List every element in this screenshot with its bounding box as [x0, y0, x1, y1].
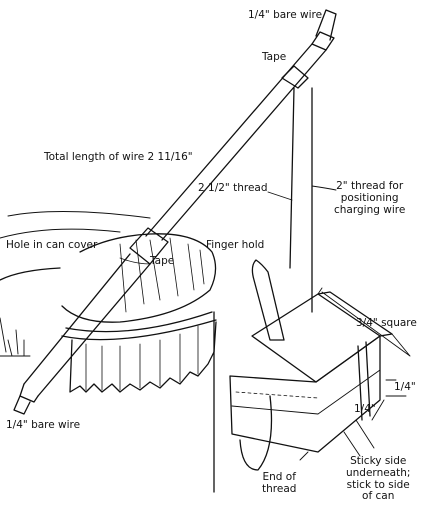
can-skirt-pleats: [85, 325, 199, 391]
wire-shaft-lower-left: [23, 253, 131, 385]
threads: [213, 87, 337, 493]
can-grass-left: [0, 317, 31, 357]
label-hole-in-can: Hole in can cover: [6, 239, 98, 251]
thread-end-leader: [299, 451, 309, 461]
label-square: 3/4" square: [356, 317, 417, 329]
label-tape-top: Tape: [262, 51, 287, 63]
tab-fold-line-2: [365, 341, 371, 417]
can-rim-band-2: [65, 311, 213, 333]
dim-quarter-b: [355, 399, 385, 449]
tape-top-band: [281, 65, 309, 89]
can-cover-pleats: [119, 237, 205, 313]
label-tape-mid: Tape: [150, 255, 175, 267]
tape-mid-band: [129, 227, 169, 265]
label-sticky-line3: stick to side: [346, 478, 410, 491]
dim-quarter-a: [385, 379, 407, 397]
can-skirt: [69, 321, 217, 393]
thread-leader-2-5: [267, 191, 293, 201]
label-sticky-line4: of can: [362, 490, 395, 503]
can-rim-band: [61, 319, 217, 341]
label-end-of-thread-line1: End of: [262, 471, 296, 483]
label-thread-2-line2: positioning: [340, 191, 399, 204]
dim-square: [317, 287, 411, 357]
sticky-leader: [343, 431, 361, 457]
label-thread-2-line1: 2" thread for: [336, 180, 404, 192]
thread-leader-2: [311, 185, 337, 191]
label-bare-wire-top: 1/4" bare wire: [248, 9, 323, 21]
tape-mid-detail: [119, 257, 151, 265]
wire-drawing: [13, 9, 337, 415]
label-finger-hold: Finger hold: [206, 239, 265, 251]
can-cover-curve-back: [0, 228, 121, 239]
sticky-tape-dashed: [235, 391, 319, 399]
label-sticky-line2: underneath;: [346, 466, 411, 479]
can-cover-curve-top: [7, 210, 151, 219]
wire-top-cap: [311, 31, 335, 51]
label-total-length: Total length of wire 2 11/16": [44, 151, 193, 163]
label-end-of-thread: End of thread: [262, 471, 297, 496]
label-sticky-side: Sticky side underneath; stick to side of…: [346, 455, 411, 503]
label-quarter-a: 1/4": [394, 381, 416, 393]
square-tab-top: [251, 293, 381, 383]
label-bare-wire-bottom: 1/4" bare wire: [6, 419, 81, 431]
label-sticky-line1: Sticky side: [350, 455, 407, 467]
thread-2-5: [289, 87, 295, 269]
sticky-tape-divider: [231, 369, 381, 415]
wire-tip-top: [315, 9, 337, 41]
label-end-of-thread-line2: thread: [262, 482, 297, 495]
label-quarter-b: 1/4": [354, 403, 376, 415]
can-left-edge: [0, 267, 61, 281]
wire-bottom-cap: [19, 383, 39, 403]
label-thread-2: 2" thread for positioning charging wire: [334, 180, 406, 216]
thread-end-curve: [239, 395, 273, 471]
label-thread-2-line3: charging wire: [334, 203, 406, 216]
finger-hold: [251, 259, 285, 341]
wire-tip-bottom: [13, 395, 31, 415]
wire-shaft-upper-right: [161, 49, 327, 241]
sticky-tape-lower: [229, 335, 381, 453]
label-thread-2-5: 2 1/2" thread: [198, 182, 268, 194]
tab-fold-line: [357, 345, 363, 421]
tab-assembly: [229, 259, 411, 471]
wire-shaft-lower-right: [37, 263, 151, 397]
